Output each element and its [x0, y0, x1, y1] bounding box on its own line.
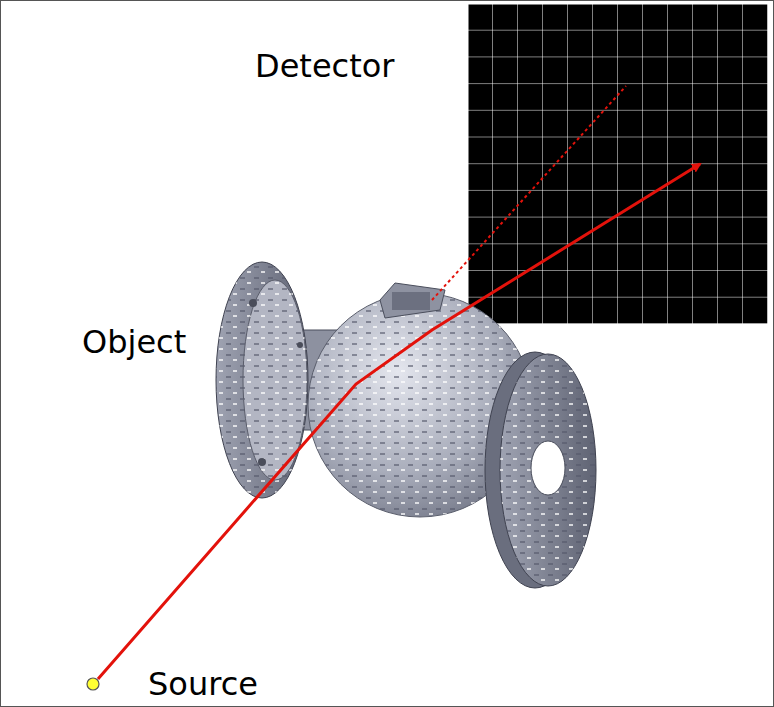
detector-grid: [468, 4, 768, 324]
ray-path: [98, 86, 700, 679]
source-point: [87, 678, 99, 690]
part-label: Detector: [255, 50, 394, 82]
part-label: Source: [148, 668, 258, 700]
valve-object: [216, 262, 596, 588]
part-label: Object: [82, 326, 186, 358]
